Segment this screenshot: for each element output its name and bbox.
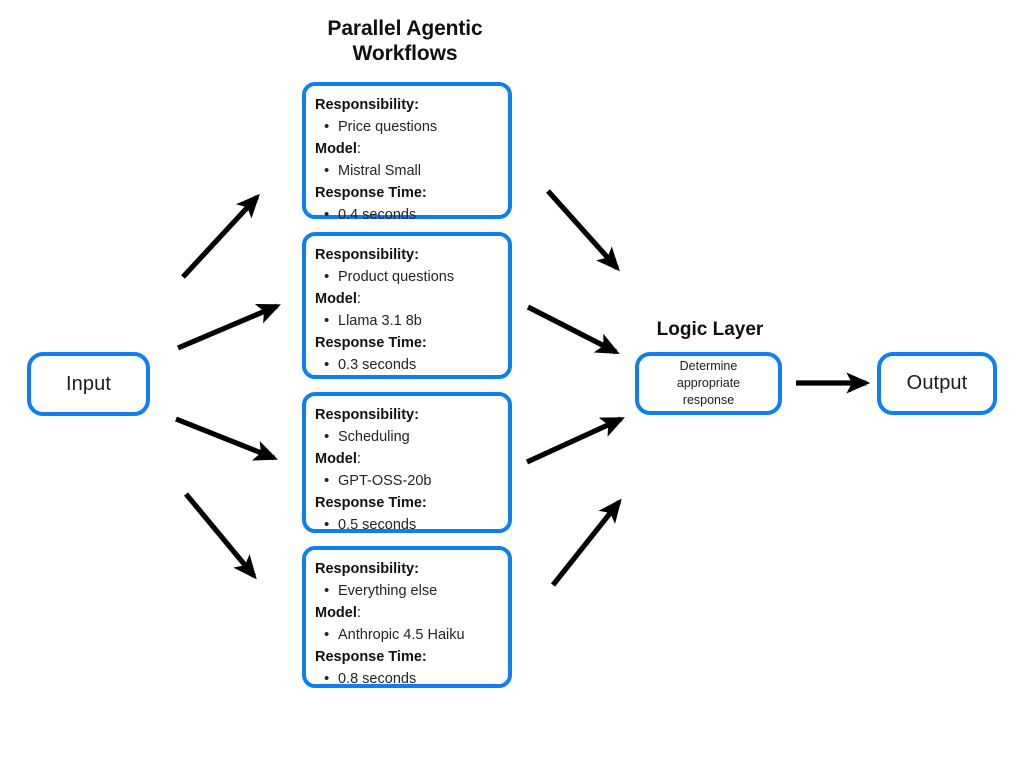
model-value: Anthropic 4.5 Haiku: [315, 624, 508, 647]
responsibility-value: Product questions: [315, 266, 508, 289]
arrow-agent-2-to-logic: [526, 304, 620, 355]
model-label: Model:: [315, 288, 508, 310]
model-label: Model:: [315, 138, 508, 160]
model-value: GPT-OSS-20b: [315, 470, 508, 493]
responsibility-value: Everything else: [315, 580, 508, 603]
model-label-text: Model: [315, 141, 357, 158]
model-label-text: Model: [315, 605, 357, 622]
arrow-agent-3-to-logic: [525, 416, 625, 465]
responsibility-label: Responsibility:: [315, 247, 419, 263]
response-time-value: 0.3 seconds: [315, 354, 508, 377]
parallel-agentic-workflows-title: Parallel Agentic Workflows: [327, 17, 483, 65]
logic-layer-node[interactable]: Determine appropriate response: [635, 352, 782, 415]
response-time-value: 0.4 seconds: [315, 204, 508, 227]
arrow-input-to-agent-2: [176, 303, 281, 351]
responsibility-value: Price questions: [315, 116, 508, 139]
model-label-text: Model: [315, 291, 357, 308]
response-time-label: Response Time:: [315, 649, 427, 666]
logic-line-3: response: [682, 393, 735, 407]
response-time-label: Response Time:: [315, 495, 427, 512]
responsibility-label: Responsibility:: [315, 561, 419, 577]
responsibility-value: Scheduling: [315, 426, 508, 449]
agent-card-everything-else[interactable]: Responsibility: Everything else Model: A…: [302, 546, 512, 691]
responsibility-label: Responsibility:: [315, 97, 419, 113]
arrow-input-to-agent-4: [183, 492, 257, 580]
model-label-colon: :: [356, 451, 361, 468]
input-node[interactable]: Input: [27, 352, 150, 416]
agent-card-scheduling[interactable]: Responsibility: Scheduling Model: GPT-OS…: [302, 392, 512, 537]
logic-layer-title: Logic Layer: [656, 319, 764, 340]
agent-card-product-questions[interactable]: Responsibility: Product questions Model:…: [302, 232, 512, 379]
arrow-input-to-agent-1: [181, 193, 260, 279]
logic-layer-description: Determine appropriate response: [669, 358, 748, 409]
model-label-colon: :: [356, 605, 361, 622]
model-value: Llama 3.1 8b: [315, 310, 508, 333]
agent-card-price-questions[interactable]: Responsibility: Price questions Model: M…: [302, 82, 512, 227]
response-time-value: 0.5 seconds: [315, 514, 508, 537]
model-label-text: Model: [315, 451, 357, 468]
logic-line-2: appropriate: [676, 376, 741, 390]
arrow-agent-4-to-logic: [550, 498, 622, 587]
model-label-colon: :: [356, 141, 361, 158]
model-label: Model:: [315, 448, 508, 470]
model-label-colon: :: [356, 291, 361, 308]
response-time-label: Response Time:: [315, 335, 427, 352]
response-time-label: Response Time:: [315, 185, 427, 202]
model-label: Model:: [315, 602, 508, 624]
responsibility-label: Responsibility:: [315, 407, 419, 423]
arrow-input-to-agent-3: [175, 416, 279, 461]
model-value: Mistral Small: [315, 160, 508, 183]
output-node[interactable]: Output: [877, 352, 997, 415]
logic-line-1: Determine: [679, 359, 738, 373]
arrow-agent-1-to-logic: [546, 189, 620, 272]
output-node-label: Output: [906, 372, 968, 394]
response-time-value: 0.8 seconds: [315, 668, 508, 691]
input-node-label: Input: [66, 372, 111, 395]
